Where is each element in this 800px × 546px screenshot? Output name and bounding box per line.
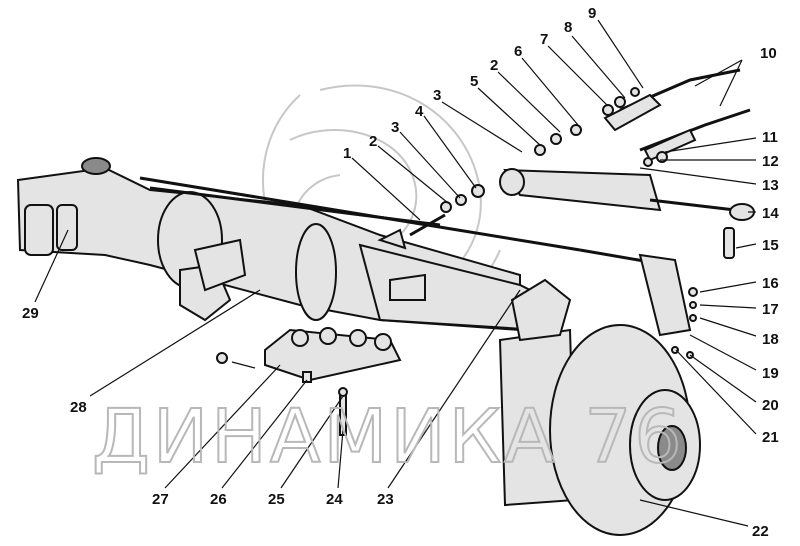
mount-plate — [216, 327, 402, 436]
wheel-hub-drum — [498, 278, 701, 536]
callout-17: 17 — [762, 301, 779, 318]
callout-10: 10 — [760, 45, 777, 62]
tie-rod — [139, 176, 651, 264]
callout-20: 20 — [762, 397, 779, 414]
callout-11: 11 — [762, 129, 778, 146]
callout-25: 25 — [268, 491, 285, 508]
callout-22: 22 — [752, 523, 769, 540]
callout-24: 24 — [326, 491, 343, 508]
callout-16: 16 — [762, 275, 779, 292]
small-hardware — [409, 87, 735, 359]
callout-21: 21 — [762, 429, 779, 446]
callout-26: 26 — [210, 491, 227, 508]
callout-3: 3 — [391, 119, 399, 136]
callout-2: 2 — [369, 133, 377, 150]
callout-labels: 1 2 3 4 5 2 6 7 8 9 10 3 11 12 13 14 15 … — [22, 5, 779, 540]
hydraulic-hoses — [603, 68, 751, 162]
callout-8: 8 — [564, 19, 572, 36]
callout-14: 14 — [762, 205, 779, 222]
callout-29: 29 — [22, 305, 39, 322]
callout-18: 18 — [762, 331, 779, 348]
callout-6: 6 — [514, 43, 522, 60]
callout-28: 28 — [70, 399, 87, 416]
callout-2b: 2 — [490, 57, 498, 74]
callout-4: 4 — [415, 103, 424, 120]
steering-cylinder — [499, 168, 755, 221]
callout-9: 9 — [588, 5, 596, 22]
center-tube — [358, 228, 552, 332]
callout-7: 7 — [540, 31, 548, 48]
callout-19: 19 — [762, 365, 779, 382]
callout-3b: 3 — [433, 87, 441, 104]
leader-lines — [34, 19, 757, 527]
callout-27: 27 — [152, 491, 169, 508]
callout-23: 23 — [377, 491, 394, 508]
callout-15: 15 — [762, 237, 779, 254]
callout-13: 13 — [762, 177, 779, 194]
watermark-text: ДИНАМИКА 76 — [92, 394, 684, 480]
callout-12: 12 — [762, 153, 779, 170]
callout-1: 1 — [343, 145, 351, 162]
callout-5: 5 — [470, 73, 478, 90]
